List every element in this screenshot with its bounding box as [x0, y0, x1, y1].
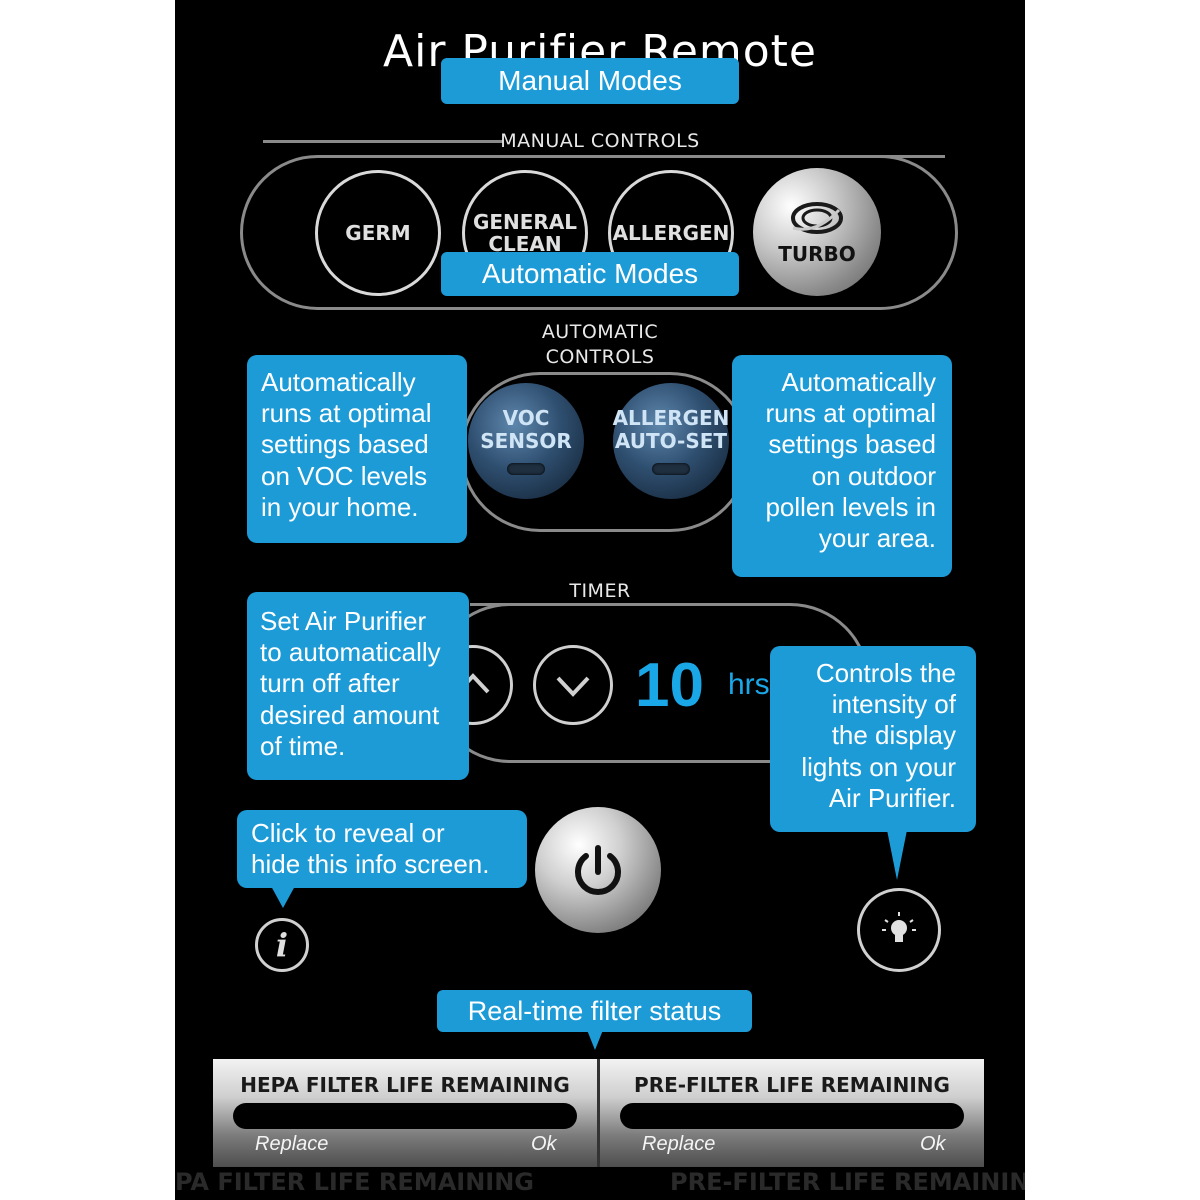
allergen-info-line: on outdoor	[811, 460, 936, 491]
pre-ok-label: Ok	[920, 1133, 946, 1155]
filter-status-callout: Real-time filter status	[437, 990, 752, 1032]
timer-label: TIMER	[569, 580, 631, 602]
germ-mode-button[interactable]: GERM	[315, 170, 441, 296]
allergen-label: ALLERGEN	[612, 221, 730, 245]
light-bulb-icon	[882, 912, 916, 942]
voc-sensor-button[interactable]: VOC SENSOR	[468, 383, 584, 499]
voc-info-line: Automatically	[261, 367, 416, 397]
allergen-auto-set-button[interactable]: ALLERGEN AUTO-SET	[613, 383, 729, 499]
voc-info-line: settings based	[261, 429, 429, 460]
timer-down-button[interactable]	[533, 645, 613, 725]
info-callout-line: Click to reveal or	[251, 818, 445, 848]
manual-controls-group	[240, 155, 958, 310]
allergen-auto-label-line2: AUTO-SET	[614, 429, 728, 453]
timer-unit: hrs	[728, 668, 770, 701]
info-button[interactable]: i	[255, 918, 309, 972]
allergen-auto-label: ALLERGEN	[612, 406, 730, 430]
info-toggle-callout: Click to reveal or hide this info screen…	[237, 810, 527, 888]
pre-replace-label: Replace	[642, 1133, 716, 1155]
background-pre-filter-text: PRE-FILTER LIFE REMAINING	[670, 1168, 1025, 1196]
general-clean-label-line2: CLEAN	[488, 232, 562, 256]
allergen-indicator-light	[652, 463, 690, 475]
power-icon	[575, 845, 621, 895]
hepa-filter-panel: HEPA FILTER LIFE REMAINING Replace Ok	[213, 1059, 597, 1167]
hepa-filter-bar	[233, 1103, 577, 1129]
divider	[597, 1059, 600, 1167]
automatic-controls-label: AUTOMATIC CONTROLS	[500, 320, 700, 369]
allergen-info-line: Automatically	[781, 367, 936, 397]
allergen-info-line: settings based	[768, 429, 936, 460]
power-button[interactable]	[535, 807, 661, 933]
timer-info-line: Set Air Purifier	[260, 606, 427, 636]
display-info-line: intensity of	[831, 689, 956, 720]
timer-info-line: of time.	[260, 730, 346, 761]
pre-filter-bar	[620, 1103, 964, 1129]
callout-pointer	[887, 830, 907, 880]
display-info-line: lights on your	[801, 751, 956, 782]
timer-info-line: desired amount	[260, 699, 440, 730]
timer-value: 10	[635, 651, 704, 720]
display-info-line: the display	[831, 720, 956, 751]
hepa-filter-title: HEPA FILTER LIFE REMAINING	[240, 1073, 570, 1097]
hepa-ok-label: Ok	[531, 1133, 557, 1155]
background-hepa-text: PA FILTER LIFE REMAINING	[175, 1168, 534, 1196]
allergen-info-line: your area.	[818, 522, 936, 553]
voc-indicator-light	[507, 463, 545, 475]
display-brightness-button[interactable]	[857, 888, 941, 972]
turbo-mode-button[interactable]: TURBO	[753, 168, 881, 296]
allergen-info-line: pollen levels in	[765, 491, 936, 522]
allergen-info-callout: Automatically runs at optimal settings b…	[732, 355, 952, 577]
voc-info-line: runs at optimal	[261, 398, 432, 429]
automatic-controls-label-line2: CONTROLS	[545, 345, 655, 368]
display-info-line: Air Purifier.	[828, 782, 956, 813]
manual-modes-callout: Manual Modes	[441, 58, 739, 104]
chevron-down-icon	[556, 676, 590, 697]
display-info-line: Controls the	[815, 658, 956, 688]
timer-info-line: to automatically	[260, 637, 441, 668]
voc-info-callout: Automatically runs at optimal settings b…	[247, 355, 467, 543]
callout-pointer	[587, 1030, 603, 1050]
timer-info-callout: Set Air Purifier to automatically turn o…	[247, 592, 469, 780]
hepa-replace-label: Replace	[255, 1133, 329, 1155]
remote-screen: Air Purifier Remote MANUAL CONTROLS GERM…	[175, 0, 1025, 1200]
turbo-label: TURBO	[778, 242, 856, 266]
manual-controls-label: MANUAL CONTROLS	[500, 130, 700, 152]
pre-filter-panel: PRE-FILTER LIFE REMAINING Replace Ok	[600, 1059, 984, 1167]
allergen-info-line: runs at optimal	[765, 398, 936, 429]
display-info-callout: Controls the intensity of the display li…	[770, 646, 976, 832]
divider	[263, 140, 503, 143]
pre-filter-title: PRE-FILTER LIFE REMAINING	[634, 1073, 950, 1097]
voc-label-line2: SENSOR	[480, 429, 572, 453]
info-icon: i	[275, 926, 289, 964]
info-callout-line: hide this info screen.	[251, 849, 490, 880]
germ-label: GERM	[345, 221, 411, 245]
callout-pointer	[271, 886, 295, 908]
voc-info-line: on VOC levels	[261, 460, 428, 491]
automatic-modes-callout: Automatic Modes	[441, 252, 739, 296]
timer-info-line: turn off after	[260, 668, 400, 699]
voc-label: VOC	[502, 406, 550, 430]
general-clean-label: GENERAL	[472, 210, 578, 234]
voc-info-line: in your home.	[261, 491, 419, 522]
automatic-controls-label-line1: AUTOMATIC	[541, 321, 659, 343]
turbo-swirl-icon	[791, 202, 843, 234]
